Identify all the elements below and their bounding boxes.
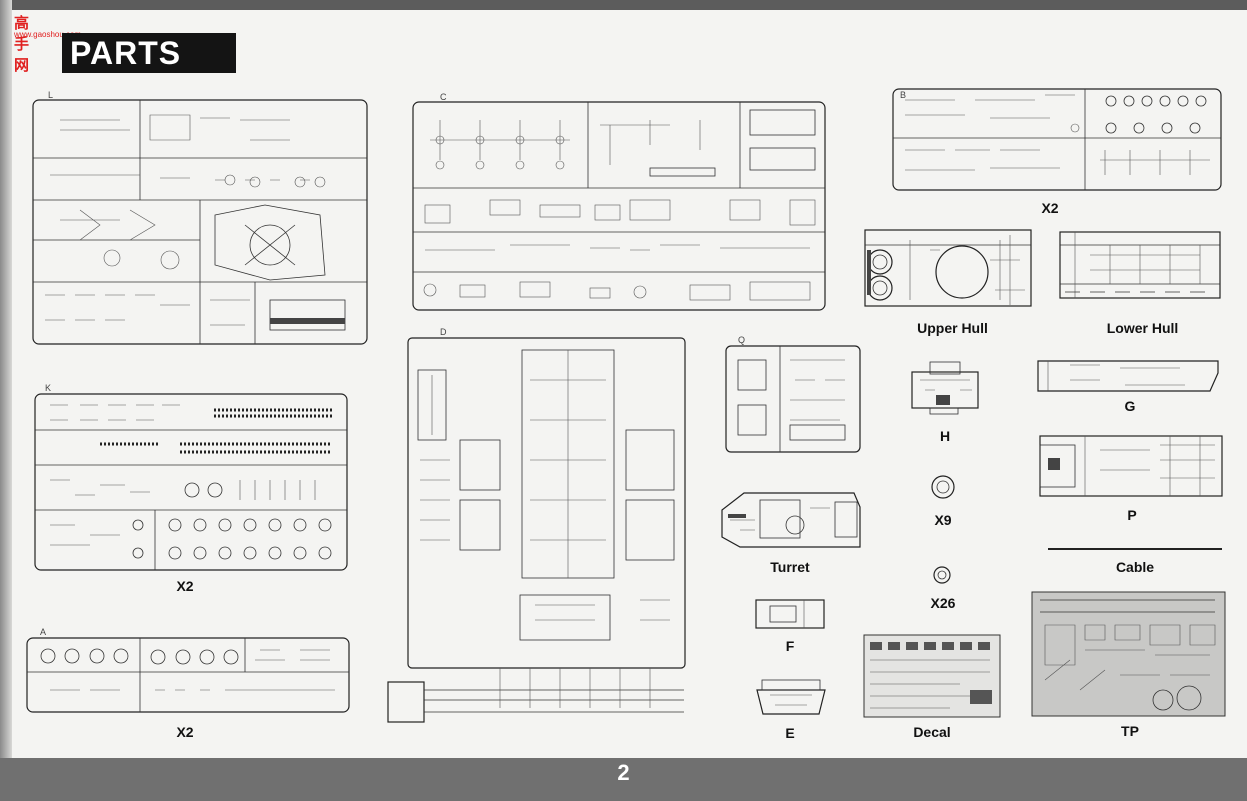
sprue-b: B xyxy=(892,88,1222,191)
part-e-label: E xyxy=(785,725,795,741)
sprue-b-letter: B xyxy=(900,90,906,100)
binding-shadow xyxy=(0,0,12,801)
sprue-d: D xyxy=(387,327,686,723)
part-x9-drawing xyxy=(931,475,955,499)
part-g-drawing xyxy=(1037,360,1219,392)
sprue-k: K xyxy=(34,383,348,571)
footer-bar xyxy=(0,758,1247,801)
part-x26-label: X26 xyxy=(930,595,956,611)
sprue-c: C xyxy=(412,92,826,311)
sprue-c-letter: C xyxy=(440,92,447,102)
part-p-drawing xyxy=(1039,435,1223,497)
sprue-k-qty: X2 xyxy=(176,578,194,594)
watermark-logo: 高手网 xyxy=(14,15,30,74)
sprue-a-letter: A xyxy=(40,627,46,637)
page-number: 2 xyxy=(617,760,630,785)
part-x26-drawing xyxy=(933,566,951,584)
part-h-label: H xyxy=(939,428,951,444)
sprue-q-letter: Q xyxy=(738,335,745,345)
upper-hull-label: Upper Hull xyxy=(917,320,988,336)
sprue-q: Q xyxy=(725,335,861,453)
photo-etch-label: TP xyxy=(1121,723,1139,739)
decal-label: Decal xyxy=(913,724,951,740)
lower-hull-drawing xyxy=(1059,231,1221,299)
upper-hull-drawing xyxy=(864,229,1032,307)
part-p-label: P xyxy=(1127,507,1137,523)
watermark-url: www.gaoshou.com xyxy=(14,30,82,39)
part-e-drawing xyxy=(756,679,826,715)
part-x9-label: X9 xyxy=(934,512,952,528)
lower-hull-label: Lower Hull xyxy=(1106,320,1179,336)
photo-etch-sheet-drawing xyxy=(1031,591,1226,717)
page-title: PARTS xyxy=(62,33,236,73)
sprue-a: A xyxy=(26,627,350,713)
turret-label: Turret xyxy=(770,559,810,575)
part-f-label: F xyxy=(785,638,795,654)
sprue-k-letter: K xyxy=(45,383,51,393)
turret-drawing xyxy=(721,492,861,548)
sprue-l-letter: L xyxy=(48,90,53,100)
sprue-d-letter: D xyxy=(440,327,447,337)
part-g-label: G xyxy=(1124,398,1136,414)
decal-sheet-drawing xyxy=(863,634,1001,718)
cable-label: Cable xyxy=(1115,559,1155,575)
sprue-b-qty: X2 xyxy=(1041,200,1059,216)
part-h-drawing xyxy=(911,361,979,415)
top-edge xyxy=(0,0,1247,10)
part-f-drawing xyxy=(755,599,825,629)
sprue-l: L xyxy=(32,90,368,345)
sprue-a-qty: X2 xyxy=(176,724,194,740)
